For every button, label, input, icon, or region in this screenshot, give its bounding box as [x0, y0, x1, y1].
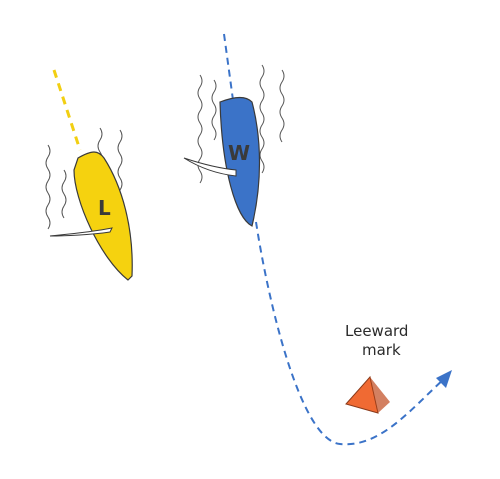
- boat-l-letter: L: [98, 196, 111, 220]
- windward-course-arrow: [223, 33, 446, 446]
- boat-l-hull: [73, 151, 133, 281]
- leeward-mark: Leeward mark: [345, 322, 408, 414]
- boat-w-letter: W: [228, 141, 250, 165]
- boat-l-sail: [49, 227, 113, 237]
- mark-label-line2: mark: [362, 341, 401, 359]
- boat-w-sail: [183, 157, 237, 177]
- boat-w: W: [183, 96, 261, 227]
- boat-l-track: [52, 69, 82, 151]
- boat-w-hull: [219, 96, 261, 227]
- boat-l: L: [49, 151, 133, 281]
- mark-label-line1: Leeward: [345, 322, 408, 340]
- course-arrowhead: [436, 370, 452, 388]
